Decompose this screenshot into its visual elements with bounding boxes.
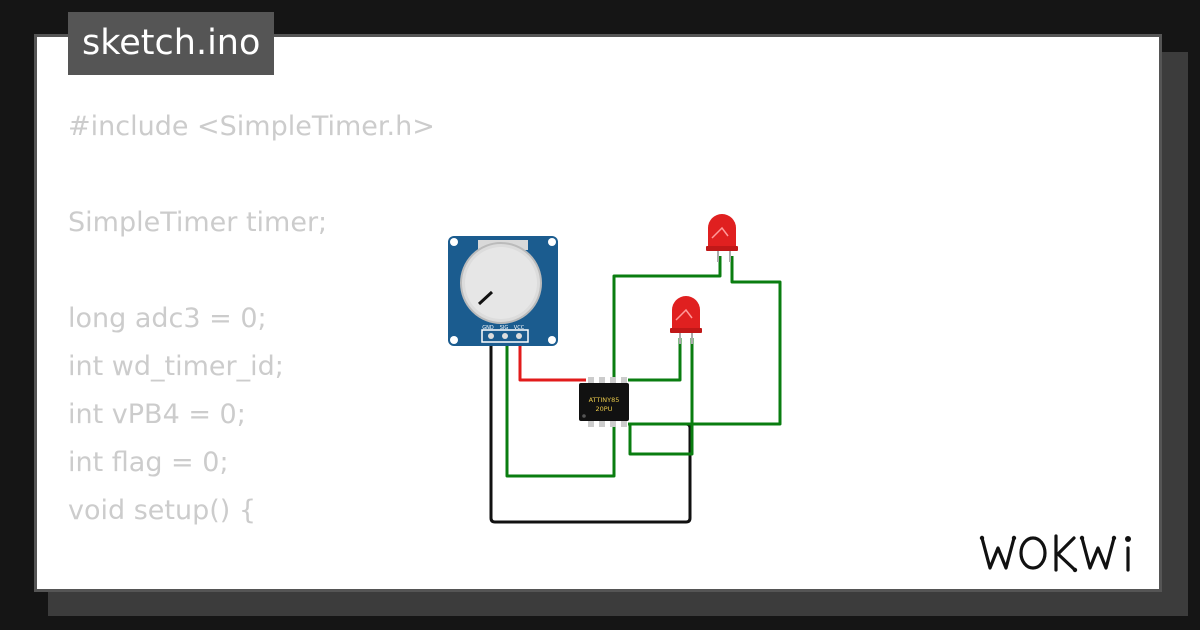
led-icon[interactable] — [706, 214, 738, 262]
wire-sig — [505, 256, 722, 478]
wire-led2-anode — [628, 338, 682, 382]
code-line: int flag = 0; — [68, 447, 229, 478]
wire-vcc — [518, 336, 586, 382]
led-icon[interactable] — [670, 296, 702, 344]
code-line: long adc3 = 0; — [68, 303, 267, 334]
code-line: int wd_timer_id; — [68, 351, 284, 382]
wire-led1-cathode — [628, 256, 782, 426]
chip-icon[interactable] — [579, 377, 629, 427]
code-line: #include <SimpleTimer.h> — [68, 111, 435, 142]
wokwi-logo — [979, 534, 1131, 573]
code-preview: #include <SimpleTimer.h> SimpleTimer tim… — [68, 103, 435, 589]
preview-card: #include <SimpleTimer.h> SimpleTimer tim… — [34, 34, 1162, 592]
chip-label-line2: 20PU — [596, 405, 613, 413]
chip-label-line1: ATTINY85 — [589, 396, 620, 404]
file-name-tab: sketch.ino — [68, 12, 275, 75]
code-line: int vPB4 = 0; — [68, 399, 246, 430]
wire-led2-cathode — [628, 338, 694, 456]
code-line: void setup() { — [68, 495, 257, 526]
pot-pin-gnd-label: GND — [482, 325, 494, 331]
potentiometer-icon[interactable] — [448, 236, 558, 346]
pot-pin-vcc-label: VCC — [514, 325, 525, 331]
code-line: SimpleTimer timer; — [68, 207, 328, 238]
pot-pin-sig-label: SIG — [500, 325, 509, 331]
